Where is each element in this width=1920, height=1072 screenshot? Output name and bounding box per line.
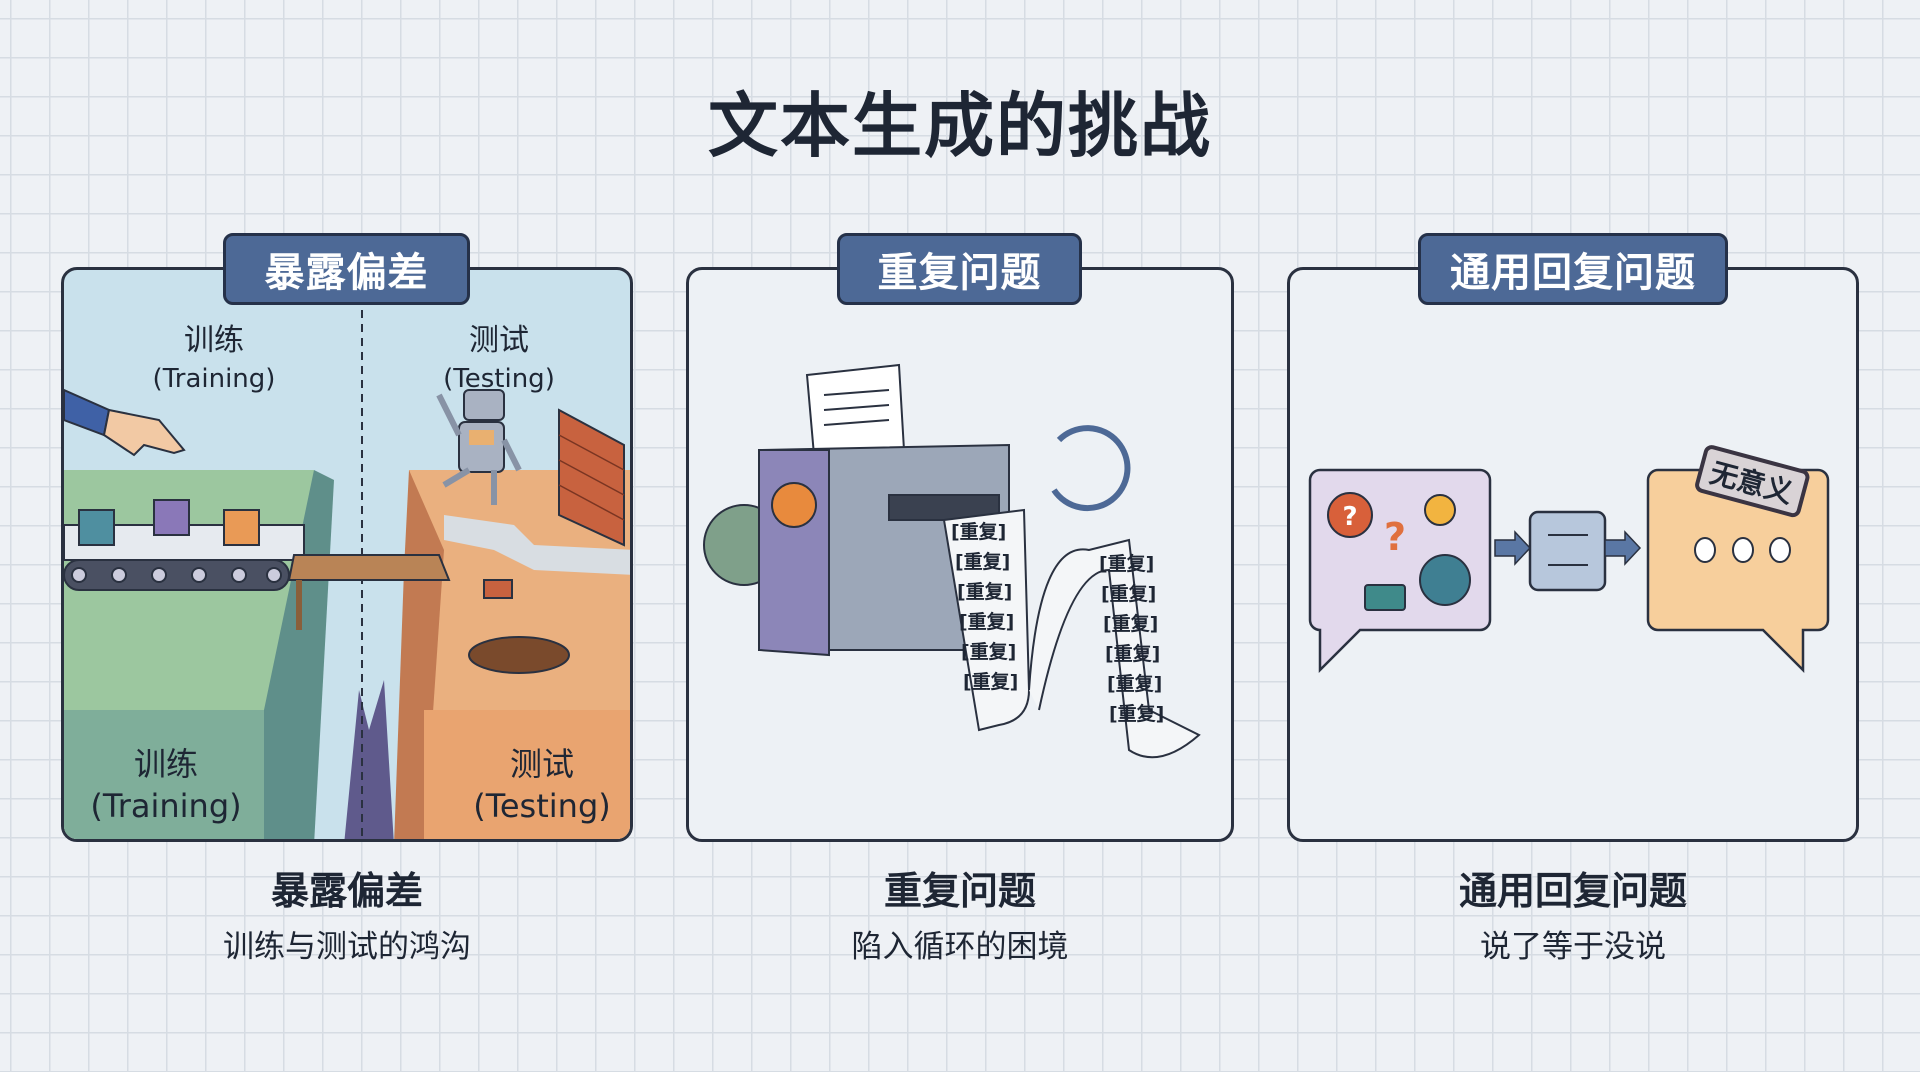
- repeat-word: [重复]: [961, 640, 1016, 663]
- repeat-word: [重复]: [1101, 582, 1156, 605]
- label-testing-bottom: 测试: [510, 745, 574, 783]
- caption-title: 暴露偏差: [270, 869, 423, 913]
- badge-repetition: 重复问题: [837, 233, 1082, 305]
- repetition-printer-illustration: [重复] [重复] [重复] [重复] [重复] [重复] [重复] [重复] …: [703, 363, 1201, 759]
- panel-generic-response: ? ? 无意义: [1287, 267, 1859, 842]
- generic-response-illustration: ? ? 无意义: [1308, 445, 1830, 674]
- repeat-word: [重复]: [963, 670, 1018, 693]
- caption-exposure-bias: 暴露偏差 训练与测试的鸿沟: [62, 860, 632, 966]
- exposure-bias-illustration: 训练 (Training) 测试 (Testing) 训练 (Training)…: [64, 310, 630, 839]
- badge-exposure-bias: 暴露偏差: [223, 233, 470, 305]
- caption-subtitle: 训练与测试的鸿沟: [223, 929, 471, 965]
- repeat-word: [重复]: [1109, 702, 1164, 725]
- badge-generic-response: 通用回复问题: [1418, 233, 1728, 305]
- caption-repetition: 重复问题 陷入循环的困境: [675, 860, 1245, 966]
- caption-subtitle: 说了等于没说: [1480, 929, 1666, 965]
- repeat-word: [重复]: [957, 580, 1012, 603]
- caption-title: 通用回复问题: [1458, 869, 1687, 913]
- repeat-word: [重复]: [955, 550, 1010, 573]
- label-testing-top-en: (Testing): [443, 364, 555, 394]
- repeat-word: [重复]: [1105, 642, 1160, 665]
- caption-generic-response: 通用回复问题 说了等于没说: [1288, 860, 1858, 966]
- label-training-top: 训练: [184, 323, 244, 358]
- caption-subtitle: 陷入循环的困境: [851, 929, 1069, 965]
- caption-title: 重复问题: [883, 869, 1036, 913]
- repeat-word-list: [重复] [重复] [重复] [重复] [重复] [重复] [重复] [重复] …: [951, 520, 1164, 725]
- page-title: 文本生成的挑战: [708, 85, 1212, 167]
- label-testing-bottom-en: (Testing): [473, 787, 610, 825]
- label-training-top-en: (Training): [153, 364, 276, 394]
- panel-repetition: [重复] [重复] [重复] [重复] [重复] [重复] [重复] [重复] …: [686, 267, 1234, 842]
- label-training-bottom-en: (Training): [90, 787, 241, 825]
- repeat-word: [重复]: [1099, 552, 1154, 575]
- repeat-word: [重复]: [1103, 612, 1158, 635]
- repeat-word: [重复]: [951, 520, 1006, 543]
- repeat-word: [重复]: [959, 610, 1014, 633]
- label-testing-top: 测试: [469, 323, 529, 358]
- repeat-word: [重复]: [1107, 672, 1162, 695]
- svg-text:?: ?: [1384, 515, 1406, 559]
- panel-exposure-bias: 训练 (Training) 测试 (Testing) 训练 (Training)…: [61, 267, 633, 842]
- svg-text:?: ?: [1342, 502, 1357, 532]
- label-training-bottom: 训练: [134, 745, 198, 783]
